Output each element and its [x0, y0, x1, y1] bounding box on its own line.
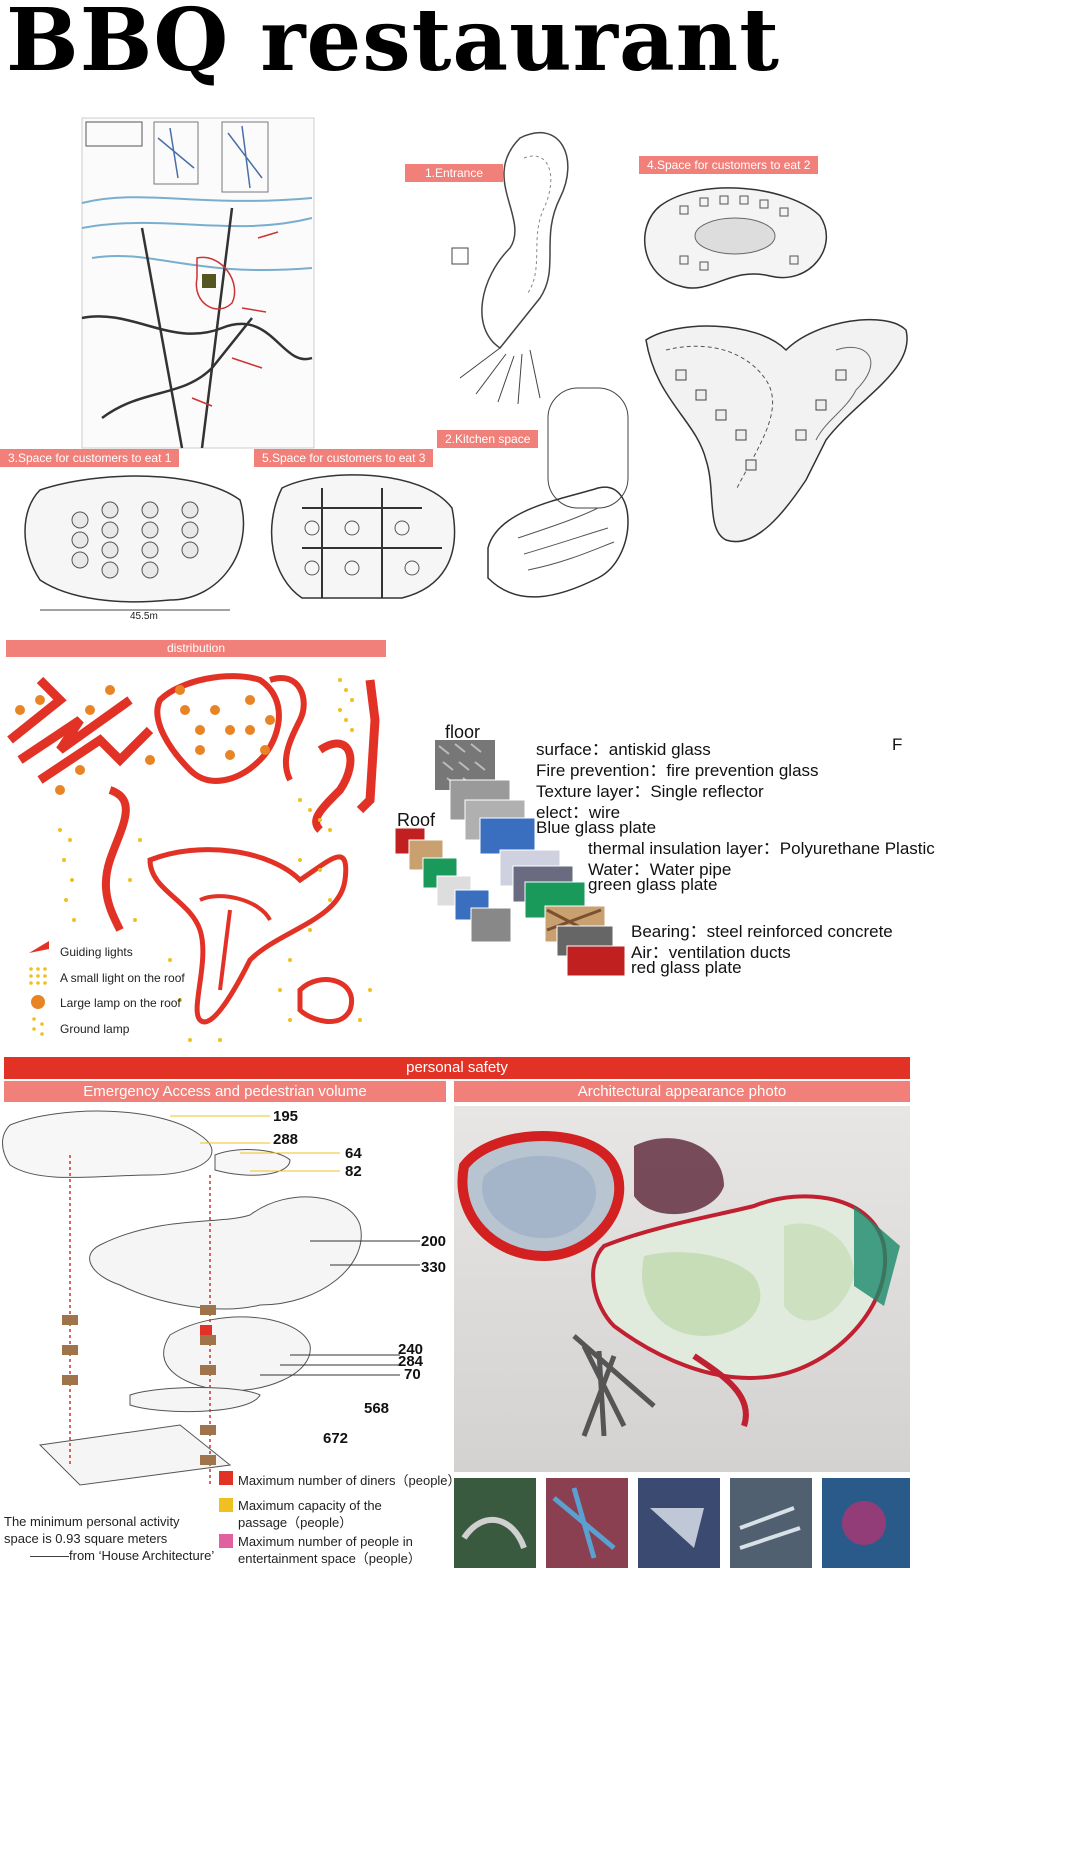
- count-195: 195: [273, 1108, 299, 1125]
- legend-small-roof-light: A small light on the roof: [60, 971, 185, 985]
- count-70: 70: [404, 1366, 421, 1383]
- count-288: 288: [273, 1131, 299, 1148]
- material-surface: surface：antiskid glass: [536, 740, 711, 759]
- photo-strip: [454, 1478, 910, 1568]
- legend-ground-lamp: Ground lamp: [60, 1022, 130, 1036]
- count-330: 330: [421, 1259, 447, 1276]
- material-layer-swatches: [394, 740, 626, 977]
- note-line-3: ———from ‘House Architecture’: [30, 1548, 215, 1563]
- count-672: 672: [323, 1430, 349, 1447]
- kitchen-sketch: [487, 387, 629, 598]
- distribution-header: distribution: [6, 640, 386, 657]
- material-green-glass: green glass plate: [588, 875, 718, 894]
- exploded-axonometric-diagram: [2, 1110, 420, 1486]
- page-title: BBQ restaurant: [6, 0, 780, 91]
- guiding-lights-legend-icon: [29, 941, 49, 953]
- entrance-sketch: [451, 131, 569, 405]
- tag-entrance: 1.Entrance: [405, 164, 503, 182]
- material-red-glass: red glass plate: [631, 958, 742, 977]
- note-line-1: The minimum personal activity: [4, 1514, 180, 1529]
- count-568: 568: [364, 1400, 390, 1417]
- note-line-2: space is 0.93 square meters: [4, 1531, 168, 1546]
- site-map-sketch: [81, 117, 315, 449]
- legend-entertainment: Maximum number of people in entertainmen…: [238, 1534, 421, 1566]
- emergency-access-header: Emergency Access and pedestrian volume: [4, 1081, 446, 1102]
- entertainment-legend-swatch: [219, 1534, 233, 1548]
- tag-kitchen: 2.Kitchen space: [437, 430, 539, 448]
- main-plan-sketch: [645, 318, 908, 543]
- tag-eat1: 3.Space for customers to eat 1: [0, 449, 180, 467]
- material-air: Air：ventilation ducts: [631, 943, 791, 962]
- small-roof-light-legend-icon: [29, 967, 47, 985]
- material-bearing: Bearing：steel reinforced concrete: [631, 922, 893, 941]
- count-64: 64: [345, 1145, 362, 1162]
- dimension-label: 45.5m: [130, 611, 158, 622]
- diners-legend-swatch: [219, 1471, 233, 1485]
- material-texture: Texture layer：Single reflector: [536, 782, 764, 801]
- material-insulation: thermal insulation layer：Polyurethane Pl…: [588, 839, 935, 858]
- lighting-distribution-diagram: [7, 673, 380, 1042]
- eat3-sketch: [270, 474, 456, 599]
- legend-guiding-lights: Guiding lights: [60, 945, 133, 959]
- floor-label: floor: [445, 722, 481, 742]
- ground-lamp-legend-icon: [32, 1017, 44, 1036]
- count-240: 240: [398, 1341, 424, 1358]
- material-elect: elect：wire: [536, 803, 621, 822]
- passage-legend-swatch: [219, 1498, 233, 1512]
- eat2-sketch: [643, 187, 827, 289]
- count-200: 200: [421, 1233, 447, 1250]
- edge-glyph: F: [892, 735, 903, 754]
- legend-large-roof-lamp: Large lamp on the roof: [60, 996, 181, 1010]
- tag-eat3: 5.Space for customers to eat 3: [254, 449, 434, 467]
- roof-label: Roof: [397, 810, 436, 830]
- material-fire-prevention: Fire prevention：fire prevention glass: [536, 761, 819, 780]
- personal-safety-header: personal safety: [4, 1057, 910, 1079]
- material-water: Water：Water pipe: [588, 860, 732, 879]
- appearance-photo-header: Architectural appearance photo: [454, 1081, 910, 1102]
- architectural-model-photo: [454, 1106, 910, 1472]
- large-roof-lamp-legend-icon: [31, 995, 45, 1009]
- material-blue-glass: Blue glass plate: [536, 818, 657, 837]
- tag-eat2: 4.Space for customers to eat 2: [639, 156, 819, 174]
- count-284: 284: [398, 1353, 424, 1370]
- eat1-sketch: [24, 475, 245, 611]
- legend-diners: Maximum number of diners（people）: [238, 1473, 461, 1488]
- count-82: 82: [345, 1163, 362, 1180]
- legend-passage: Maximum capacity of the passage（people）: [238, 1498, 382, 1530]
